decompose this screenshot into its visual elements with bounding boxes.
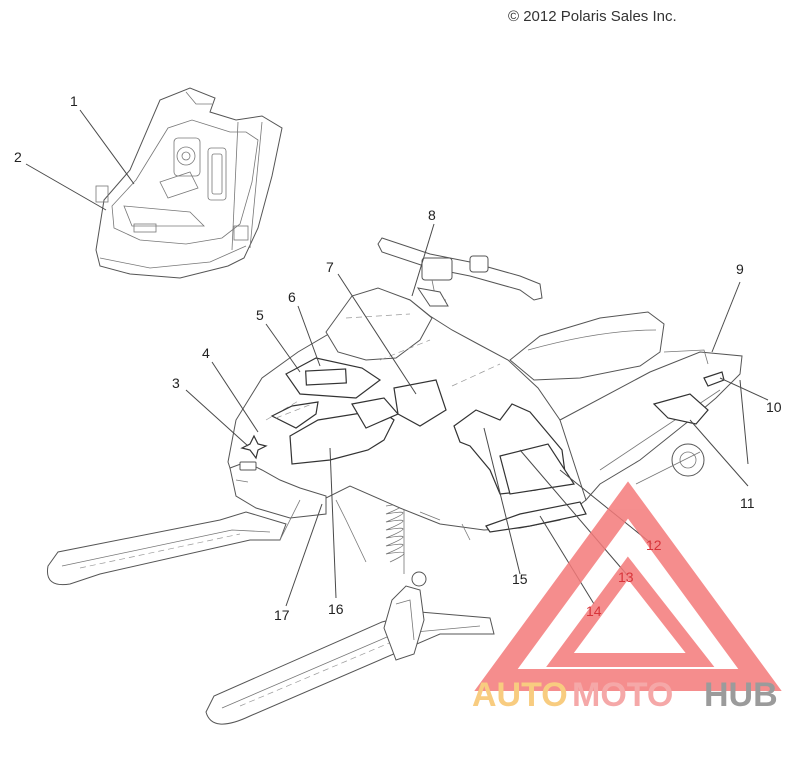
- callout-11: 11: [740, 495, 755, 511]
- callout-5: 5: [256, 307, 264, 323]
- watermark-logo: AUTO MOTO HUB: [472, 481, 782, 714]
- watermark-word-moto: MOTO: [572, 676, 673, 714]
- callout-12: 12: [646, 537, 662, 553]
- callout-1: 1: [70, 93, 78, 109]
- callout-7: 7: [326, 259, 334, 275]
- console-assembly-inset: [95, 87, 283, 279]
- snowmobile-body: [46, 237, 743, 725]
- callout-15: 15: [512, 571, 528, 587]
- callout-9: 9: [736, 261, 744, 277]
- callout-16: 16: [328, 601, 344, 617]
- leader-lines: [25, 109, 769, 607]
- left-ski: [46, 511, 287, 586]
- watermark-word-auto: AUTO: [472, 676, 568, 714]
- watermark-word-hub: HUB: [704, 676, 778, 714]
- watermark-triangle-icon: [474, 481, 782, 691]
- callout-13: 13: [618, 569, 634, 585]
- callout-2: 2: [14, 149, 22, 165]
- copyright-notice: © 2012 Polaris Sales Inc.: [508, 8, 677, 25]
- handlebar: [377, 237, 543, 307]
- callout-6: 6: [288, 289, 296, 305]
- callout-3: 3: [172, 375, 180, 391]
- callout-labels: 1 2 3 4 5 6 7 8 9 10 11 12 13 14 15 16 1…: [14, 93, 782, 623]
- windshield: [325, 287, 433, 361]
- callout-17: 17: [274, 607, 290, 623]
- seat: [509, 311, 665, 381]
- tunnel: [559, 351, 743, 501]
- callout-4: 4: [202, 345, 210, 361]
- callout-10: 10: [766, 399, 782, 415]
- callout-8: 8: [428, 207, 436, 223]
- callout-14: 14: [586, 603, 602, 619]
